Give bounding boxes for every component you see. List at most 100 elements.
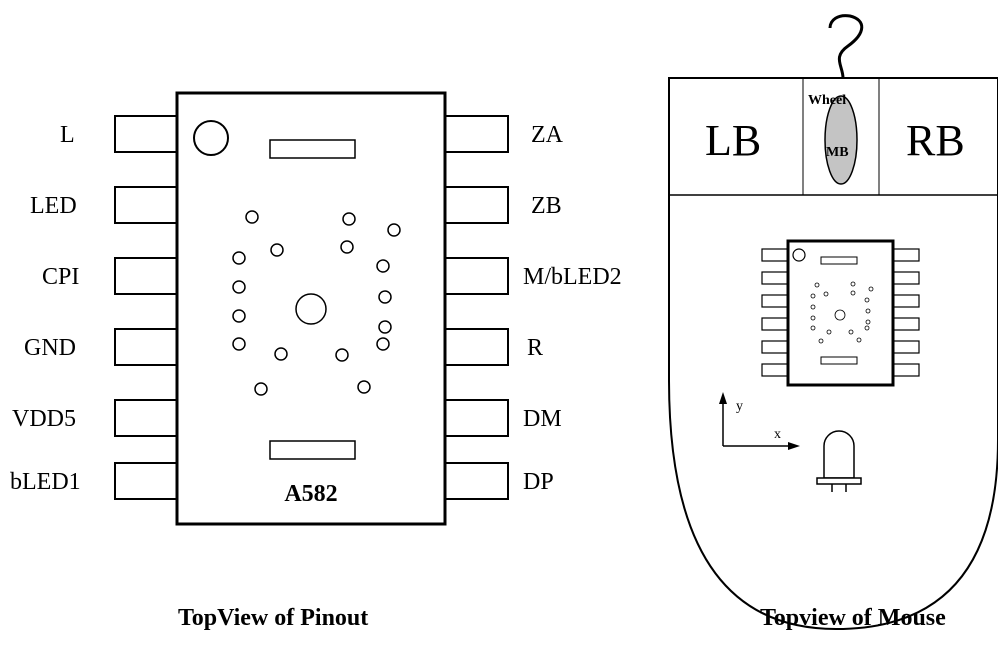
- sensor-dot: [342, 212, 356, 226]
- pin-label-left: GND: [24, 335, 76, 361]
- mini-pin-left: [761, 271, 789, 285]
- sensor-dot: [340, 240, 354, 254]
- mini-pin1-marker: [792, 248, 806, 262]
- pin-box-right-3: [444, 257, 509, 295]
- mini-pin-right: [892, 363, 920, 377]
- mini-pin-left: [761, 363, 789, 377]
- sensor-dot: [357, 380, 371, 394]
- mini-sensor-lens: [834, 309, 846, 321]
- pin-box-left-2: [114, 186, 178, 224]
- mini-pin-right: [892, 294, 920, 308]
- pin-box-right-5: [444, 399, 509, 437]
- scroll-wheel: [824, 95, 858, 185]
- sensor-dot: [254, 382, 268, 396]
- chip-name: A582: [284, 481, 337, 507]
- x-axis-arrow: [788, 442, 800, 450]
- mini-sensor-dot: [868, 286, 874, 292]
- left-pin-boxes: [114, 115, 178, 500]
- mini-pin-right: [892, 248, 920, 262]
- sensor-dot: [232, 337, 246, 351]
- right-button-label: RB: [906, 116, 965, 165]
- mini-pin-right: [892, 317, 920, 331]
- mini-bottom-window: [820, 356, 858, 365]
- pin-box-left-3: [114, 257, 178, 295]
- y-axis-label: y: [736, 399, 743, 414]
- mini-sensor-dot: [864, 297, 870, 303]
- mini-sensor-dot: [810, 315, 816, 321]
- pin-label-right: DM: [523, 406, 562, 432]
- mini-sensor-dot: [810, 325, 816, 331]
- pin-label-right: ZB: [531, 193, 562, 219]
- mini-sensor-dot: [856, 337, 862, 343]
- mini-sensor-dot: [848, 329, 854, 335]
- mouse-cable: [828, 14, 864, 79]
- pin-label-left: LED: [30, 193, 77, 219]
- mini-sensor-dot: [850, 290, 856, 296]
- x-axis-label: x: [774, 427, 781, 442]
- sensor-lens: [295, 293, 327, 325]
- pin-label-left: VDD5: [12, 406, 76, 432]
- pin-label-left: L: [60, 122, 75, 148]
- mini-sensor-dot: [864, 325, 870, 331]
- wheel-label: Wheel: [808, 93, 846, 108]
- mini-sensor-dot: [810, 293, 816, 299]
- pin-box-left-5: [114, 399, 178, 437]
- sensor-dot: [378, 290, 392, 304]
- mini-sensor-dot: [810, 304, 816, 310]
- y-axis-arrow: [719, 392, 727, 404]
- sensor-array: [232, 210, 401, 396]
- led-base: [816, 477, 862, 485]
- pin-box-right-1: [444, 115, 509, 153]
- pin-label-left: CPI: [42, 264, 79, 290]
- sensor-dot: [274, 347, 288, 361]
- sensor-dot: [387, 223, 401, 237]
- left-button-label: LB: [705, 116, 761, 165]
- mini-pin-right: [892, 340, 920, 354]
- mini-sensor-dot: [818, 338, 824, 344]
- mini-pin-right: [892, 271, 920, 285]
- axis-indicator: y x: [719, 392, 800, 450]
- caption-pinout: TopView of Pinout: [178, 605, 368, 631]
- pin-box-right-4: [444, 328, 509, 366]
- mini-sensor-dot: [814, 282, 820, 288]
- pin-label-right: ZA: [531, 122, 564, 148]
- caption-mouse: Topview of Mouse: [760, 605, 946, 631]
- sensor-dot: [232, 280, 246, 294]
- sensor-dot: [335, 348, 349, 362]
- pin1-marker: [193, 120, 229, 156]
- pin-label-right: M/bLED2: [523, 264, 622, 290]
- top-window: [269, 139, 356, 159]
- middle-button-label: MB: [826, 145, 849, 160]
- mouse-topview: LB RB Wheel MB: [668, 14, 998, 631]
- sensor-dot: [232, 251, 246, 265]
- mini-top-window: [820, 256, 858, 265]
- mini-sensor-dot: [826, 329, 832, 335]
- right-pin-boxes: [444, 115, 509, 500]
- pin-box-right-6: [444, 462, 509, 500]
- led-dome: [823, 430, 855, 479]
- bottom-window: [269, 440, 356, 460]
- sensor-dot: [376, 337, 390, 351]
- sensor-dot: [270, 243, 284, 257]
- mini-pin-left: [761, 340, 789, 354]
- mini-pin-left: [761, 248, 789, 262]
- mini-sensor-dot: [850, 281, 856, 287]
- led-icon: [816, 430, 862, 492]
- sensor-dot: [376, 259, 390, 273]
- pin-box-left-6: [114, 462, 178, 500]
- sensor-dot: [245, 210, 259, 224]
- pin-label-right: R: [527, 335, 543, 361]
- pin-box-left-1: [114, 115, 178, 153]
- sensor-dot: [378, 320, 392, 334]
- mini-sensor-dot: [865, 319, 871, 325]
- mini-sensor-dot: [823, 291, 829, 297]
- mini-pin-left: [761, 294, 789, 308]
- pin-label-left: bLED1: [10, 469, 81, 495]
- pin-box-right-2: [444, 186, 509, 224]
- chip-pinout: A582 L LED CPI GND VDD5 bLED1 ZA ZB M/bL…: [10, 91, 622, 631]
- mini-chip: [761, 239, 920, 387]
- sensor-dot: [232, 309, 246, 323]
- pin-box-left-4: [114, 328, 178, 366]
